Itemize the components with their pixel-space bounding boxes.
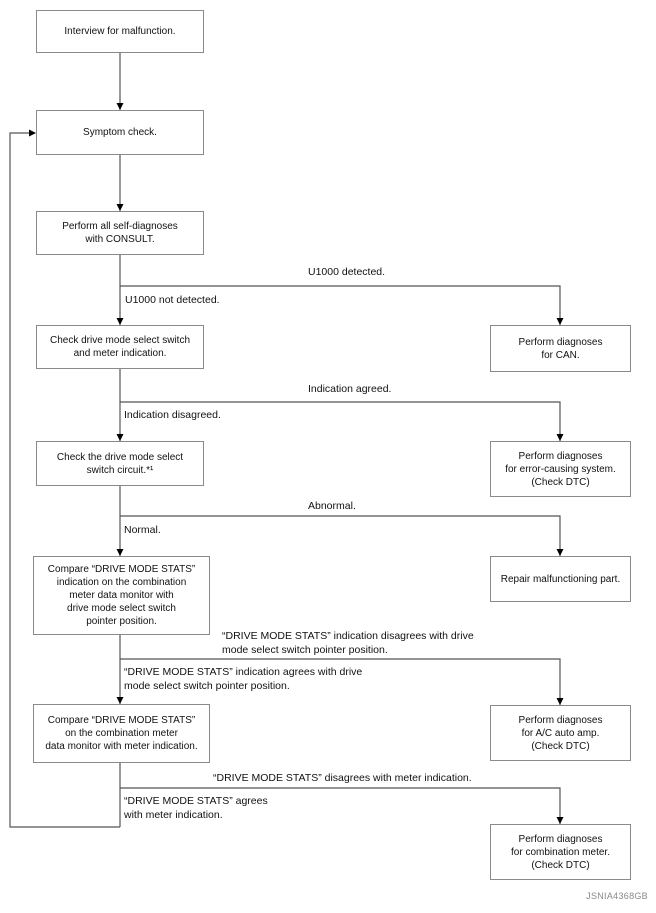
- flow-step-compare-meter: Compare “DRIVE MODE STATS” on the combin…: [33, 704, 210, 763]
- flow-step-check-switch-circuit: Check the drive mode select switch circu…: [36, 441, 204, 486]
- flow-outcome-repair-part: Repair malfunctioning part.: [490, 556, 631, 602]
- branch-label-normal: Normal.: [124, 524, 161, 536]
- flow-step-compare-pointer: Compare “DRIVE MODE STATS” indication on…: [33, 556, 210, 635]
- branch-label-indication-agreed: Indication agreed.: [308, 383, 392, 395]
- flow-step-check-switch-meter: Check drive mode select switch and meter…: [36, 325, 204, 369]
- flow-outcome-diag-can: Perform diagnoses for CAN.: [490, 325, 631, 372]
- flow-outcome-diag-combination-meter: Perform diagnoses for combination meter.…: [490, 824, 631, 880]
- flow-outcome-diag-error-system: Perform diagnoses for error-causing syst…: [490, 441, 631, 497]
- flow-outcome-diag-ac-amp: Perform diagnoses for A/C auto amp. (Che…: [490, 705, 631, 761]
- branch-label-stats-disagrees-meter: “DRIVE MODE STATS” disagrees with meter …: [213, 772, 472, 784]
- branch-label-abnormal: Abnormal.: [308, 500, 356, 512]
- branch-label-u1000-not-detected: U1000 not detected.: [125, 294, 220, 306]
- figure-code-watermark: JSNIA4368GB: [586, 891, 648, 901]
- flow-step-interview: Interview for malfunction.: [36, 10, 204, 53]
- branch-label-stats-agrees-switch: “DRIVE MODE STATS” indication agrees wit…: [124, 666, 363, 692]
- branch-label-indication-disagreed: Indication disagreed.: [124, 409, 221, 421]
- branch-label-u1000-detected: U1000 detected.: [308, 266, 386, 278]
- flow-step-symptom-check: Symptom check.: [36, 110, 204, 155]
- branch-label-stats-disagrees-switch: “DRIVE MODE STATS” indication disagrees …: [222, 630, 474, 656]
- flow-step-self-diagnoses: Perform all self-diagnoses with CONSULT.: [36, 211, 204, 255]
- branch-label-stats-agrees-meter: “DRIVE MODE STATS” agrees with meter ind…: [124, 795, 268, 821]
